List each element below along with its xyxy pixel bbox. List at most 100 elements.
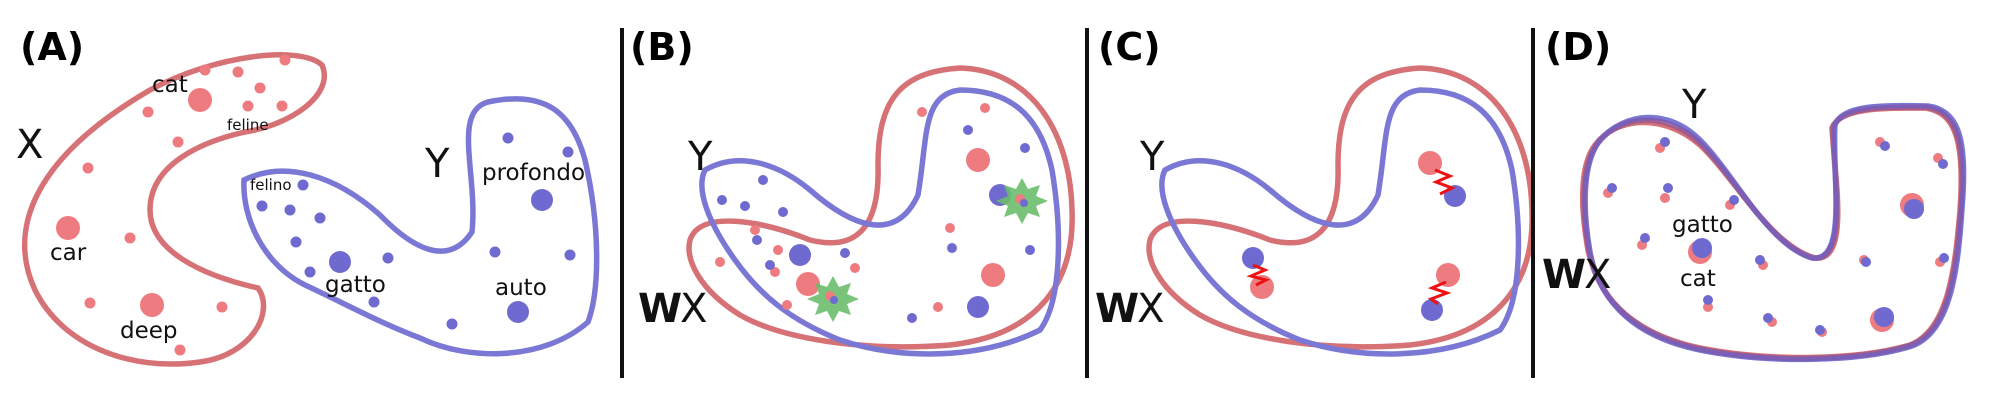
panel-c: (C) Y W X xyxy=(1095,25,1535,357)
panel-d-label: (D) xyxy=(1545,25,1611,69)
target-point xyxy=(314,212,326,224)
target-point xyxy=(256,200,268,212)
word-feline: feline xyxy=(227,116,269,134)
panel-c-target-label: Y xyxy=(1139,134,1165,180)
source-point xyxy=(981,263,1005,287)
point-deep xyxy=(140,293,164,317)
target-point xyxy=(963,125,973,135)
source-point xyxy=(199,64,211,76)
panel-a-source-space-outline xyxy=(21,52,327,367)
word-car: car xyxy=(50,240,87,266)
panel-d-target-label: Y xyxy=(1681,82,1707,128)
word-auto: auto xyxy=(495,275,547,301)
target-point xyxy=(562,146,574,158)
refinement-pair xyxy=(1421,263,1460,321)
panel-c-mapped-label: X xyxy=(1137,286,1164,332)
target-point xyxy=(502,132,514,144)
panel-a-source-points xyxy=(56,54,291,356)
panel-b-mapped-label-bold: W xyxy=(638,286,682,332)
target-point xyxy=(1025,245,1035,255)
anchor-star-icon xyxy=(996,178,1048,224)
panel-c-label: (C) xyxy=(1098,25,1161,69)
target-point xyxy=(765,260,775,270)
panel-b: (B) Y W X xyxy=(630,25,1075,357)
panel-a-target-space-outline xyxy=(241,96,600,357)
point-auto xyxy=(507,301,529,323)
panel-b-mapped-source-outline xyxy=(686,65,1075,350)
source-point xyxy=(142,106,154,118)
source-point xyxy=(773,245,783,255)
target-point xyxy=(840,248,850,258)
source-point xyxy=(715,257,725,267)
panel-c-target-outline xyxy=(1159,87,1522,357)
source-point xyxy=(172,136,184,148)
panel-d-aligned-pairs xyxy=(1603,137,1949,337)
target-point xyxy=(1020,143,1030,153)
source-point xyxy=(276,100,288,112)
target-point xyxy=(740,201,750,211)
panel-a-label: (A) xyxy=(20,25,84,69)
point-gatto xyxy=(329,251,351,273)
target-point xyxy=(489,246,501,258)
point-cat xyxy=(188,88,212,112)
panel-b-target-outline xyxy=(699,87,1062,357)
target-point xyxy=(778,207,788,217)
target-point xyxy=(564,249,576,261)
word-deep: deep xyxy=(120,318,178,344)
point-car xyxy=(56,216,80,240)
panel-d: (D) Y W X gatto cat xyxy=(1542,25,1967,363)
word-gatto: gatto xyxy=(325,272,386,298)
target-point xyxy=(947,243,957,253)
source-point xyxy=(850,263,860,273)
target-point xyxy=(304,266,316,278)
panel-c-mapped-label-bold: W xyxy=(1095,286,1139,332)
panel-a-target-points xyxy=(256,132,576,330)
source-point xyxy=(782,300,792,310)
panel-b-target-label: Y xyxy=(687,134,713,180)
target-point xyxy=(290,236,302,248)
panel-b-mapped-label: X xyxy=(680,286,707,332)
target-point xyxy=(758,175,768,185)
target-point xyxy=(789,244,811,266)
source-point xyxy=(770,267,780,277)
source-point xyxy=(796,272,820,296)
word-profondo: profondo xyxy=(482,160,585,186)
panel-d-aligned-overlap-outline xyxy=(1581,104,1965,362)
source-point xyxy=(966,148,990,172)
source-point xyxy=(980,103,990,113)
source-point xyxy=(174,344,186,356)
word-gatto-aligned: gatto xyxy=(1672,212,1733,238)
refinement-pair xyxy=(1418,151,1466,207)
point-profondo xyxy=(531,189,553,211)
word-cat: cat xyxy=(152,72,188,98)
panel-b-label: (B) xyxy=(630,25,694,69)
target-point xyxy=(717,195,727,205)
source-point xyxy=(232,66,244,78)
source-point xyxy=(82,162,94,174)
target-point xyxy=(284,204,296,216)
source-point xyxy=(279,54,291,66)
panel-a-target-label: Y xyxy=(424,141,450,187)
target-point xyxy=(368,296,380,308)
panel-c-mapped-source-outline xyxy=(1146,65,1535,350)
source-point xyxy=(124,232,136,244)
word-felino: felino xyxy=(250,176,292,194)
source-point xyxy=(917,107,927,117)
source-point xyxy=(254,82,266,94)
source-point xyxy=(933,302,943,312)
word-cat-aligned: cat xyxy=(1680,266,1716,292)
panel-d-mapped-label-bold: W xyxy=(1542,252,1586,298)
panel-a: (A) X Y cat feline car deep felino gatto… xyxy=(16,25,600,367)
target-point xyxy=(446,318,458,330)
target-point xyxy=(752,235,762,245)
source-point xyxy=(242,100,254,112)
target-point xyxy=(907,313,917,323)
target-point xyxy=(967,296,989,318)
source-point xyxy=(750,225,760,235)
panel-a-source-label: X xyxy=(16,122,43,168)
source-point xyxy=(216,301,228,313)
refinement-pair xyxy=(1242,247,1274,299)
target-point xyxy=(297,179,309,191)
source-point xyxy=(84,297,96,309)
